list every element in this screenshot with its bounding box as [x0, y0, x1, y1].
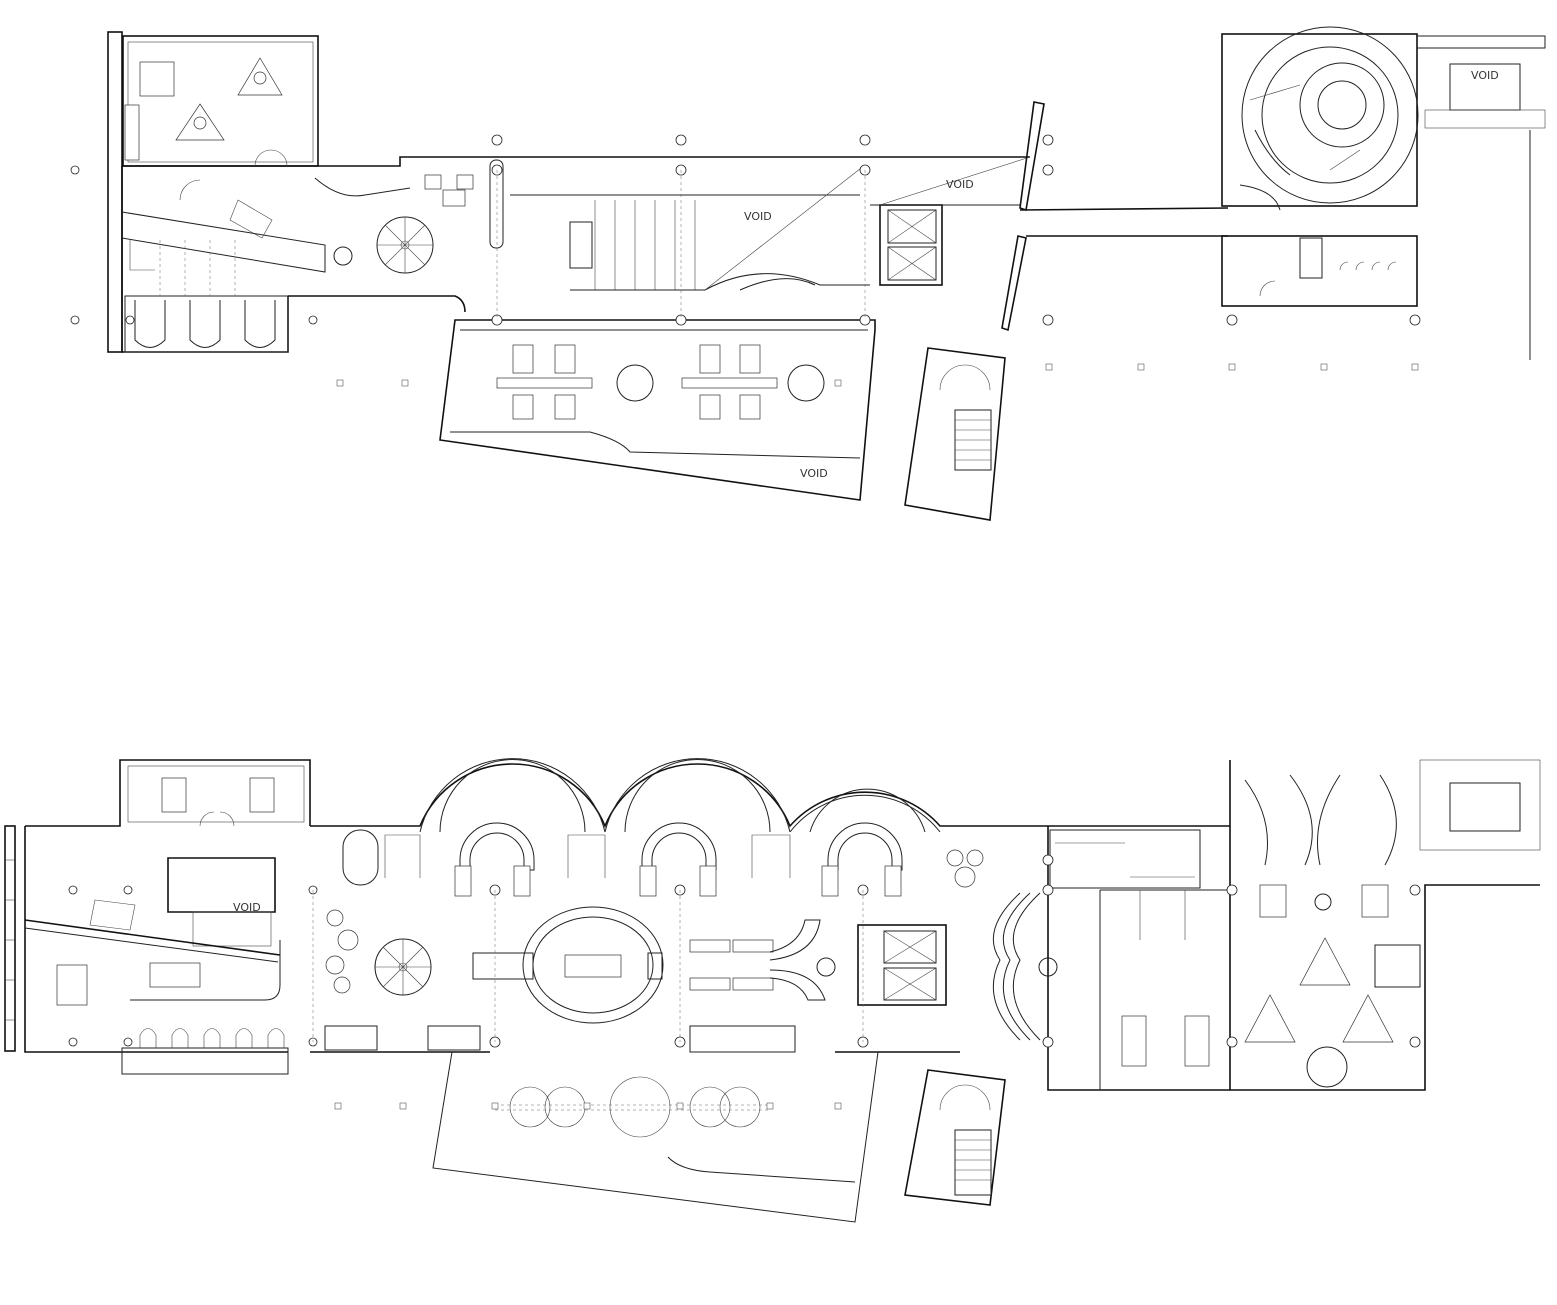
void-label: VOID [946, 178, 974, 191]
upper-floor-plan: VOID VOID VOID VOID [70, 26, 1546, 521]
upper-stair-tower [904, 347, 1006, 521]
upper-left-office [107, 31, 326, 353]
void-label: VOID [233, 901, 261, 914]
lower-floor-plan: VOID [4, 758, 1541, 1223]
lower-stair-tower [904, 1069, 1006, 1206]
pod-workstation [124, 57, 283, 161]
void-label: VOID [800, 467, 828, 480]
lower-central-hall [310, 758, 1230, 1053]
upper-meeting-wing [439, 319, 876, 501]
upper-desk-cluster [496, 344, 778, 420]
upper-column-grid [70, 134, 1421, 387]
lower-left-wing [4, 759, 311, 1075]
void-label: VOID [744, 210, 772, 223]
void-label: VOID [1471, 69, 1499, 82]
upper-right-core [1221, 26, 1546, 360]
lower-projecting-wing [432, 1051, 879, 1223]
upper-central-corridor [288, 101, 1229, 332]
lower-column-grid [68, 854, 1421, 1110]
lower-right-offices [1047, 759, 1541, 1091]
